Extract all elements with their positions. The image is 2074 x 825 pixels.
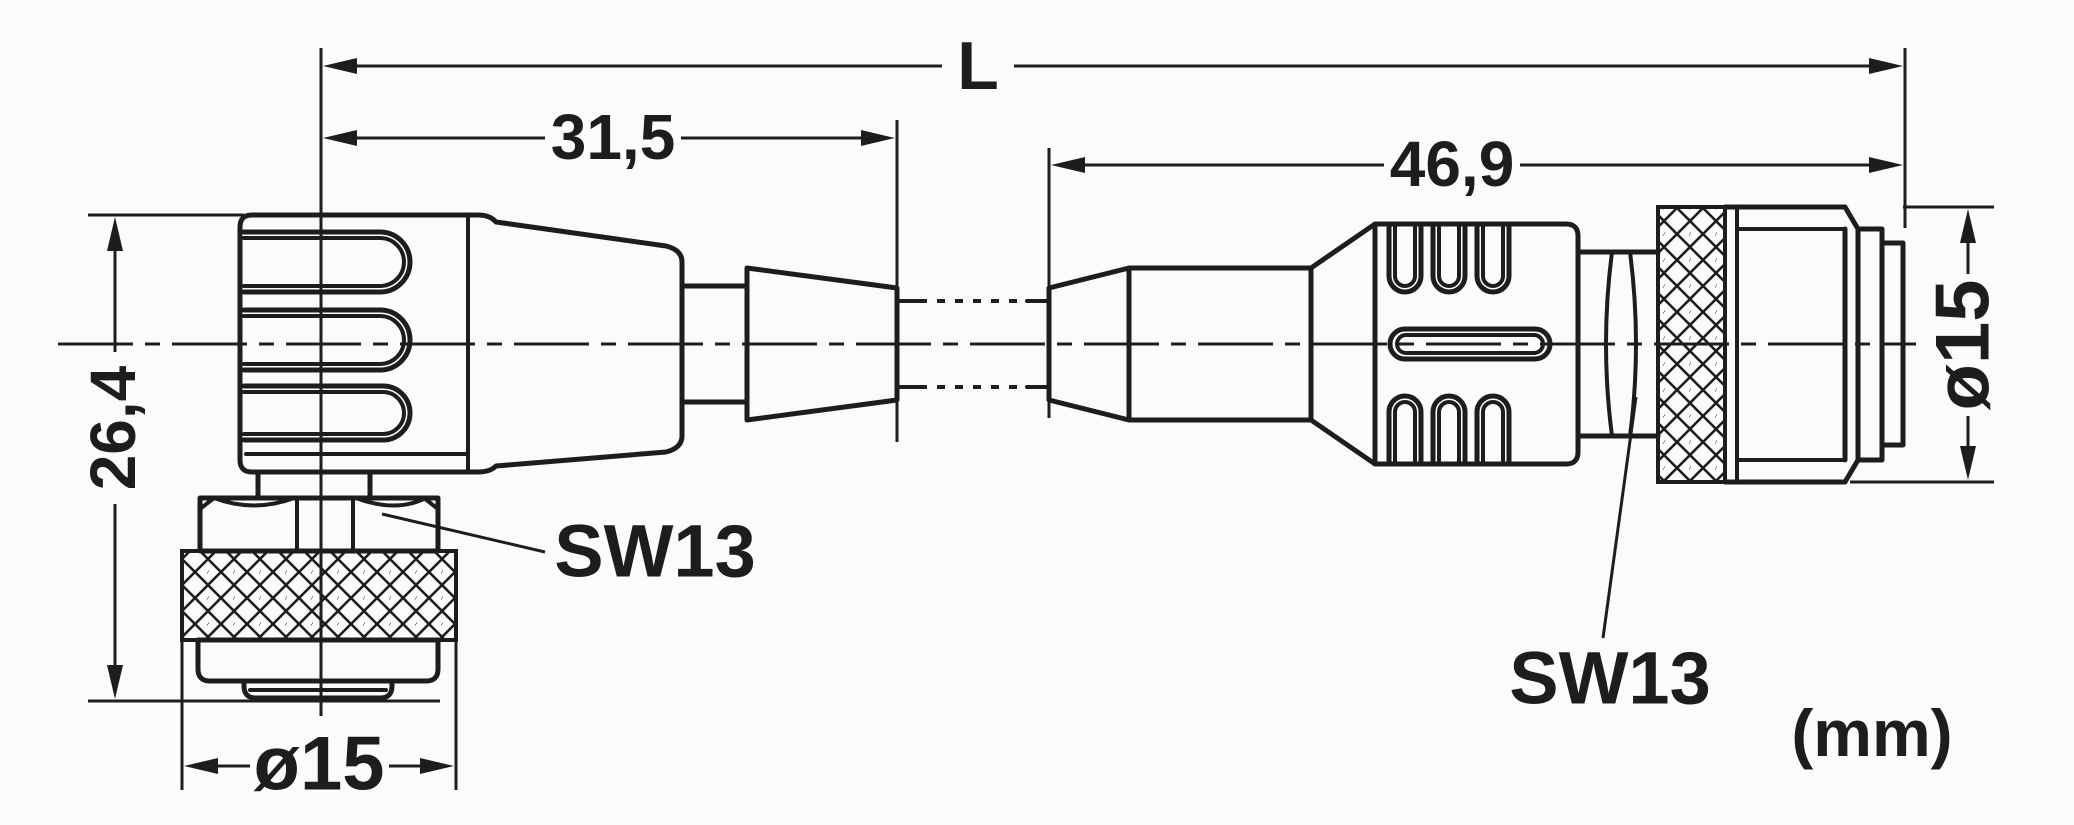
slot-top-3-inner [1481,222,1505,288]
arrowhead-26-4-top [107,217,123,251]
dimension-31-5: 31,5 [323,101,895,173]
slot-top-2-outer [1430,221,1468,295]
label-sw13-right: SW13 [1509,396,1711,720]
label-sw13-left: SW13 [381,510,756,593]
leader-sw13-right [1601,396,1638,639]
sw13-right-text: SW13 [1509,637,1711,720]
arrowhead-L-left [323,58,357,74]
dimension-26-4: 26,4 [77,217,149,699]
left-grip-ribs [241,229,413,443]
arrowhead-31-5-left [323,130,357,146]
dimension-dia15-right: ø15 [1921,209,2006,480]
rib-1-outer [241,229,413,295]
right-knurled-ring [1656,205,1727,484]
left-hex-facets [295,496,355,553]
slot-bot-2-inner [1437,400,1461,466]
right-grip-slots-top [1386,221,1512,295]
right-body-taper [1308,221,1378,467]
male-thread-steps-end-face [1842,204,1906,485]
left-socket-stack [180,469,458,701]
dimension-46-9: 46,9 [1051,128,1903,200]
slot-bot-1-inner [1393,400,1417,466]
dimension-L: L [323,28,1903,104]
slot-top-1-inner [1393,222,1417,288]
slot-bot-2-outer [1430,393,1468,467]
left-housing-outline [237,212,685,475]
right-male-end [1722,204,1906,485]
left-gland-cylinder [679,283,750,405]
arrowhead-46-9-left [1051,157,1085,173]
cable-break-section [895,299,1051,389]
dim-label-31-5: 31,5 [551,101,676,173]
rib-3-inner [242,390,406,436]
arrowhead-dia15-left-a [184,758,218,774]
right-grip-slots-bottom [1386,393,1512,467]
arrowhead-dia15-left-b [420,758,454,774]
arrowhead-31-5-right [861,130,895,146]
arrowhead-26-4-bottom [107,665,123,699]
dimension-dia15-left: ø15 [184,722,454,807]
right-grip-body [1372,221,1581,467]
leader-sw13-left [381,512,546,554]
slot-bot-1-outer [1386,393,1424,467]
rib-3-outer [241,383,413,443]
right-connector [1046,204,1906,485]
right-middle-slot-outer [1387,326,1553,362]
unit-label: (mm) [1791,696,1952,770]
slot-top-1-outer [1386,221,1424,295]
slot-top-3-outer [1474,221,1512,295]
male-cylinder-inner-lines [1735,205,1847,484]
right-bend-relief-cone [1046,265,1132,423]
rib-2-outer [241,307,413,373]
rib-1-inner [242,236,406,288]
dim-label-dia15-left: ø15 [254,722,385,807]
rib-2-inner [242,314,406,366]
cable-edge-solid-ends [895,299,1051,389]
arrowhead-dia15-right-top [1960,209,1976,243]
dim-label-L: L [957,28,999,104]
dim-label-dia15-right: ø15 [1921,280,2006,411]
left-knurled-ring [180,549,458,642]
sw13-left-text: SW13 [554,510,756,593]
left-socket-face [241,678,395,701]
left-coupling-cup [195,637,441,684]
dim-label-26-4: 26,4 [77,365,149,490]
left-hex-chamfer-arcs [198,496,440,511]
right-middle-slot-inner [1395,333,1545,355]
left-bend-relief-cone [744,265,900,423]
left-neck [255,469,373,501]
arrowhead-L-right [1869,58,1903,74]
slot-bot-3-outer [1474,393,1512,467]
male-big-cylinder [1722,204,1848,485]
arrowhead-dia15-right-bottom [1960,446,1976,480]
left-connector [180,212,900,701]
arrowhead-46-9-right [1869,157,1903,173]
dim-label-46-9: 46,9 [1390,128,1515,200]
slot-top-2-inner [1437,222,1461,288]
right-hex-edges [1577,249,1661,439]
right-gland-cylinder [1126,265,1314,423]
slot-bot-3-inner [1481,400,1505,466]
